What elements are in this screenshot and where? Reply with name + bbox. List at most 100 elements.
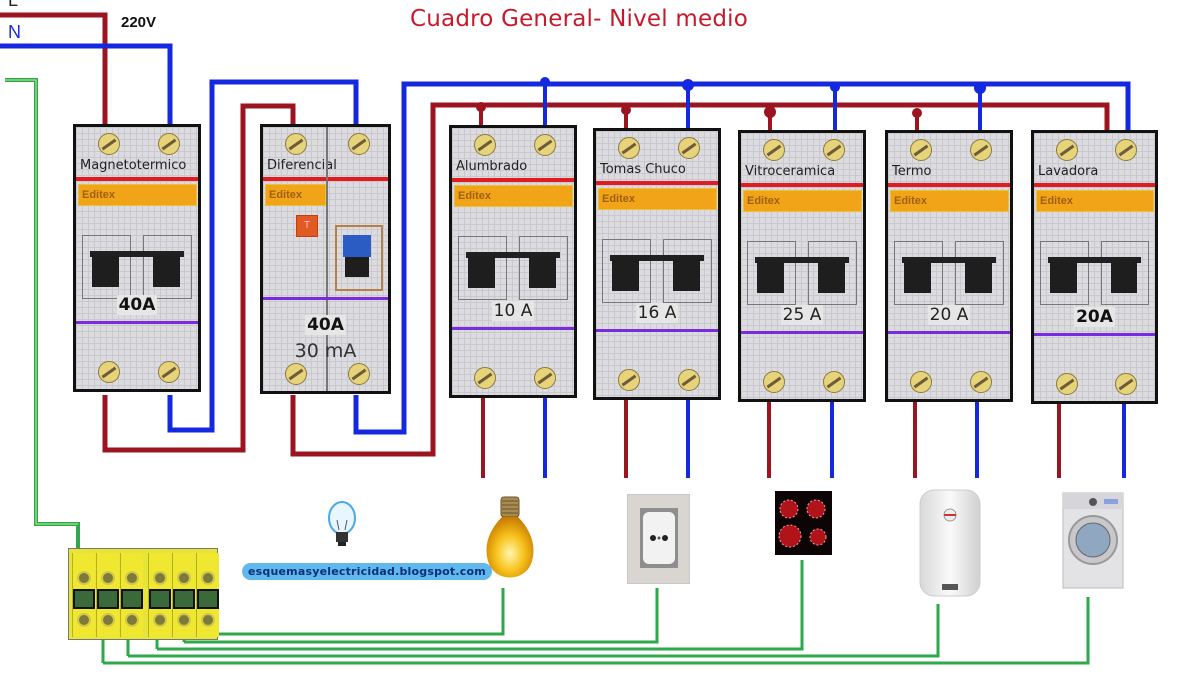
- light-bulb-icon: [486, 496, 534, 578]
- rating-line: [1034, 333, 1155, 336]
- brand-label: Editex: [1036, 190, 1154, 212]
- pole-frame: [519, 236, 568, 300]
- pole-frame: [747, 241, 796, 305]
- breaker-lever[interactable]: [1110, 261, 1137, 293]
- breaker-lever[interactable]: [965, 261, 992, 293]
- phase-mcb-to-rcd: [102, 103, 296, 453]
- terminal-screw-icon: [1115, 139, 1137, 161]
- breaker-lever[interactable]: [818, 261, 845, 293]
- terminal-screw-icon: [678, 369, 700, 391]
- voltage-label: 220V: [121, 14, 157, 31]
- terminal-clamp: [173, 589, 195, 609]
- terminal-screw-icon: [348, 363, 370, 385]
- terminal-screw-icon: [1115, 373, 1137, 395]
- rcd-lever-base: [345, 257, 369, 277]
- pole-frame: [663, 239, 712, 303]
- breaker-lever[interactable]: [612, 259, 639, 291]
- terminal-clamp: [149, 589, 171, 609]
- terminal-screw-icon: [1056, 373, 1078, 395]
- rating-line: [76, 321, 198, 324]
- breaker-name: Vitroceramica: [745, 164, 836, 179]
- breaker-lever[interactable]: [673, 259, 700, 291]
- rcd-sensitivity: 30 mA: [294, 340, 357, 362]
- brand-label: Editex: [743, 190, 862, 212]
- test-button[interactable]: T: [296, 215, 318, 237]
- pole-frame: [1100, 241, 1149, 305]
- breaker-rating: 20A: [1074, 307, 1115, 327]
- terminal-screw-icon: [618, 369, 640, 391]
- lever-tie-bar: [755, 257, 849, 263]
- rating-line: [741, 331, 863, 334]
- terminal-screw-icon: [158, 133, 180, 155]
- blog-bulb-icon: [328, 501, 356, 546]
- terminal-clamp: [197, 589, 219, 609]
- rating-line: [596, 329, 718, 332]
- terminal-hole: [77, 613, 91, 627]
- phase-label: L: [8, 0, 19, 10]
- terminal-screw-icon: [534, 134, 556, 156]
- terminal-screw-icon: [823, 139, 845, 161]
- terminal-hole: [201, 613, 215, 627]
- pole-frame: [143, 235, 192, 299]
- terminal-clamp: [97, 589, 119, 609]
- pole-frame: [894, 241, 943, 305]
- rating-line: [263, 297, 388, 300]
- terminal-hole: [177, 613, 191, 627]
- socket-icon: [627, 494, 690, 584]
- washing-machine-icon: [1062, 492, 1124, 589]
- pole-frame: [82, 235, 131, 299]
- rcd-lever[interactable]: [343, 235, 371, 257]
- breaker-lever[interactable]: [1050, 261, 1077, 293]
- terminal-clamp: [73, 589, 95, 609]
- breaker-rating: 16 A: [635, 303, 679, 323]
- pole-frame: [1040, 241, 1089, 305]
- earth-washer: [103, 597, 1090, 665]
- terminal-hole: [201, 571, 215, 585]
- terminal-screw-icon: [618, 137, 640, 159]
- phase-rcd-to-bus: [290, 102, 1110, 457]
- terminal-screw-icon: [348, 133, 370, 155]
- divider-line: [888, 183, 1010, 187]
- diagram-title: Cuadro General- Nivel medio: [410, 6, 748, 32]
- rating-line: [452, 327, 574, 330]
- neutral-mcb-to-rcd: [167, 79, 359, 433]
- terminal-screw-icon: [98, 361, 120, 383]
- pole-frame: [955, 241, 1004, 305]
- breaker-rating: 40A: [305, 315, 346, 335]
- terminal-hole: [177, 571, 191, 585]
- hob-icon: [775, 491, 832, 555]
- terminal-hole: [125, 571, 139, 585]
- brand-label: Editex: [890, 190, 1009, 212]
- pole-frame: [602, 239, 651, 303]
- breaker-lever[interactable]: [529, 256, 556, 288]
- earth-hob: [157, 560, 804, 651]
- breaker-lever[interactable]: [904, 261, 931, 293]
- earth-heater: [128, 604, 940, 658]
- breaker-rating: 25 A: [780, 305, 824, 325]
- terminal-screw-icon: [823, 371, 845, 393]
- terminal-screw-icon: [474, 367, 496, 389]
- terminal-screw-icon: [970, 139, 992, 161]
- terminal-screw-icon: [678, 137, 700, 159]
- terminal-hole: [153, 571, 167, 585]
- breaker-lever[interactable]: [757, 261, 784, 293]
- breaker-lever[interactable]: [153, 255, 180, 287]
- brand-label: Editex: [78, 184, 197, 206]
- earth-socket: [184, 588, 659, 644]
- breaker-name: Termo: [892, 164, 932, 179]
- breaker-lever[interactable]: [92, 255, 119, 287]
- breaker-lever[interactable]: [468, 256, 495, 288]
- terminal-hole: [101, 571, 115, 585]
- terminal-screw-icon: [474, 134, 496, 156]
- terminal-screw-icon: [910, 371, 932, 393]
- brand-label: Editex: [265, 184, 326, 206]
- terminal-screw-icon: [285, 133, 307, 155]
- lever-tie-bar: [1048, 257, 1141, 263]
- terminal-screw-icon: [763, 371, 785, 393]
- terminal-hole: [101, 613, 115, 627]
